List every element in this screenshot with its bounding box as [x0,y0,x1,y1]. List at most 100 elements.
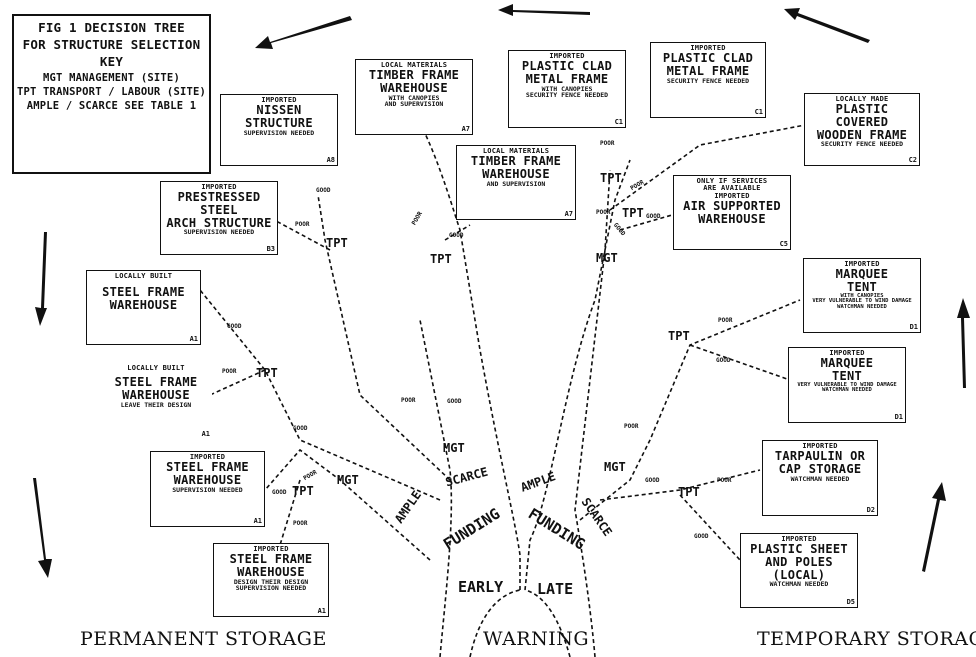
label-tpt-right: TPT [622,206,644,220]
option-note: SECURITY FENCE NEEDED [820,140,904,149]
branch-steel-local-1 [199,289,441,501]
option-box-plastic-clad: IMPORTED PLASTIC CLAD METAL FRAME SECURI… [650,42,766,118]
option-origin: LOCALLY MADE [835,95,889,103]
trunk-inner-left [469,589,521,657]
option-note: SECURITY FENCE NEEDED [666,76,750,85]
label-good: GOOD [316,187,331,194]
option-origin: LOCAL MATERIALS [380,61,448,69]
option-origin: IMPORTED [189,453,226,461]
option-code: C1 [754,107,763,116]
option-origin: IMPORTED [844,260,880,268]
label-good: GOOD [694,533,709,540]
option-box-plastic-sheet: IMPORTED PLASTIC SHEET AND POLES (LOCAL)… [740,533,858,608]
option-box-timber-frame: LOCAL MATERIALS TIMBER FRAME WAREHOUSE A… [456,145,576,220]
option-code: A8 [326,155,335,164]
option-box-marquee-canopies: IMPORTED MARQUEE TENT WITH CANOPIES VERY… [803,258,921,333]
option-title: AIR SUPPORTED WAREHOUSE [683,199,781,226]
key-line-mgt: MGT MANAGEMENT (SITE) [43,71,180,84]
label-poor: POOR [401,397,416,404]
center-left-branch [404,99,521,590]
arrow-top-right [784,8,870,43]
option-title: TARPAULIN OR CAP STORAGE [774,449,866,476]
label-mgt-left: MGT [337,473,359,487]
caption-temporary-storage: TEMPORARY STORAGE [757,628,976,650]
option-title: PLASTIC CLAD METAL FRAME [662,51,754,78]
arrow-right-upper [957,298,970,388]
option-title: PLASTIC SHEET AND POLES (LOCAL) [750,542,848,582]
option-origin: IMPORTED [781,535,817,543]
option-note: DESIGN THEIR DESIGN SUPERVISION NEEDED [233,577,309,593]
branch-timber-b [444,224,471,241]
option-box-nissen-structure: IMPORTED NISSEN STRUCTURE SUPERVISION NE… [220,94,338,166]
option-box-air-supported: ONLY IF SERVICES ARE AVAILABLE IMPORTED … [673,175,791,250]
option-code: A7 [461,124,470,133]
label-mgt-upper-right: MGT [596,251,618,265]
label-poor: POOR [624,423,639,430]
option-title: PLASTIC CLAD METAL FRAME [521,59,613,86]
option-note: SUPERVISION NEEDED [183,228,255,237]
trunk-left [419,319,453,657]
key-legend: FIG 1 DECISION TREE FOR STRUCTURE SELECT… [12,14,211,174]
label-good: GOOD [227,323,242,330]
option-box-tarpaulin: IMPORTED TARPAULIN OR CAP STORAGE WATCHM… [762,440,878,516]
caption-warning: WARNING [483,628,590,650]
option-title: STEEL FRAME WAREHOUSE [102,285,185,312]
arrow-left-upper [35,232,47,326]
option-title: PLASTIC COVERED WOODEN FRAME [816,102,908,142]
option-title: STEEL FRAME WAREHOUSE [229,552,313,579]
label-good: GOOD [293,425,308,432]
option-note: WITH CANOPIES VERY VULNERABLE TO WIND DA… [812,292,912,311]
label-poor: POOR [293,520,308,527]
label-poor: POOR [600,140,615,147]
arrow-left-lower [33,478,52,578]
option-box-marquee: IMPORTED MARQUEE TENT VERY VULNERABLE TO… [788,347,906,423]
caption-permanent-storage: PERMANENT STORAGE [80,628,327,650]
option-origin: IMPORTED [261,96,297,104]
option-origin: IMPORTED [549,52,585,60]
option-note: WATCHMAN NEEDED [790,474,850,483]
option-note: SUPERVISION NEEDED [172,485,243,494]
label-tpt-upper-left: TPT [326,236,348,250]
option-code: C1 [614,117,623,126]
label-tpt-upper-right: TPT [600,171,622,185]
trunk-inner-right [524,589,571,657]
trunk-right [574,169,611,657]
label-mgt-center: MGT [443,441,465,455]
option-origin: LOCALLY BUILT [114,272,173,280]
option-box-steel-local-1: LOCALLY BUILT STEEL FRAME WAREHOUSE A1 [86,270,201,345]
arrow-right-lower [922,482,946,572]
branch-lines [199,99,806,657]
branch-plastic-sheet [679,494,741,561]
branch-marquee-2 [689,344,791,381]
option-note: WITH CANOPIES AND SUPERVISION [384,93,444,109]
label-mgt-right: MGT [604,460,626,474]
option-title: MARQUEE TENT [835,267,889,294]
label-tpt-left: TPT [256,366,278,380]
option-code: A1 [253,516,262,525]
option-origin: LOCALLY BUILT [127,364,185,372]
option-origin: IMPORTED [802,442,838,450]
option-note: AND SUPERVISION [486,179,546,188]
option-code: C5 [779,239,788,248]
option-title: MARQUEE TENT [820,356,874,383]
branch-steel-local-2 [209,369,266,396]
option-origin: ONLY IF SERVICES ARE AVAILABLE IMPORTED [696,177,768,200]
label-tpt-lower-right-1: TPT [668,329,690,343]
option-note: WATCHMAN NEEDED [769,580,829,589]
direction-arrows [33,4,970,578]
option-code: C2 [908,155,917,164]
label-poor: POOR [717,477,732,484]
option-code: A1 [189,334,198,343]
label-tpt-center: TPT [430,252,452,266]
label-tpt-lower-left: TPT [292,484,314,498]
option-origin: IMPORTED [201,183,237,191]
branch-marquee-1 [579,299,801,521]
option-box-plastic-covered-wood: LOCALLY MADE PLASTIC COVERED WOODEN FRAM… [804,93,920,166]
option-note: LEAVE THEIR DESIGN [120,400,192,409]
option-box-plastic-clad-canopies: IMPORTED PLASTIC CLAD METAL FRAME WITH C… [508,50,626,128]
label-poor: POOR [718,317,733,324]
label-tpt-lower-right-2: TPT [678,485,700,499]
option-origin: IMPORTED [253,545,289,553]
